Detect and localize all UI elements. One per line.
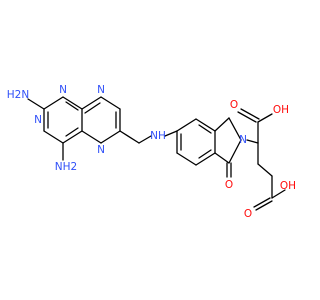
amine-4-label: NH2	[55, 161, 77, 173]
molecule-structure: H2N NH2 N N N N NH N O O OH O OH	[7, 84, 296, 220]
methylene-bridge	[119, 130, 178, 144]
glutamate-chain	[237, 108, 286, 211]
bridge-nh-label: NH	[150, 130, 166, 142]
carbonyl-o-label: O	[225, 179, 233, 191]
ring-n8-label: N	[97, 144, 105, 156]
lactam-ring	[214, 117, 242, 178]
acid-bottom-o-label: O	[244, 208, 252, 220]
structure-canvas: H2N NH2 N N N N NH N O O OH O OH	[7, 84, 296, 220]
amine-2-h2: H2	[7, 89, 22, 101]
amine-2-n: N	[21, 89, 29, 101]
atom-labels: H2N NH2 N N N N NH N O O OH O OH	[7, 84, 296, 220]
amine-2-label: H2N	[7, 89, 29, 101]
amino-substituents	[27, 98, 64, 161]
ring-n1-label: N	[59, 84, 67, 96]
ring-n3-label: N	[34, 114, 42, 126]
acid-top-oh-label: OH	[273, 104, 289, 116]
pyrazine-ring	[81, 96, 121, 144]
acid-top-o-label: O	[230, 99, 238, 111]
ring-n5-label: N	[97, 84, 105, 96]
benzene-ring	[176, 118, 216, 166]
acid-bottom-oh-label: OH	[280, 180, 296, 192]
lactam-n-label: N	[239, 134, 247, 146]
pyrimidine-ring	[43, 96, 83, 144]
